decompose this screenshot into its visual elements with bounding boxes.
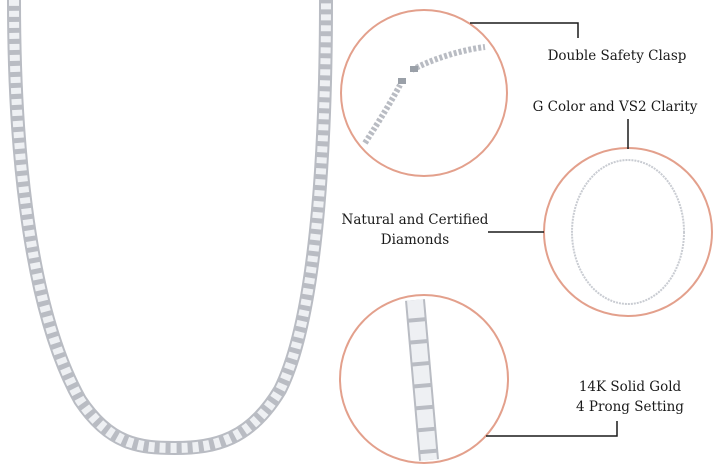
diamonds-label-line1: Natural and Certified [341,212,489,228]
clasp-label: Double Safety Clasp [547,48,687,64]
setting-label-line2: 4 Prong Setting [576,399,684,415]
tennis-necklace-image [7,0,333,456]
prong-setting-circle [339,294,509,464]
setting-label-line1: 14K Solid Gold [578,379,682,395]
full-necklace-circle [543,147,713,317]
quality-label: G Color and VS2 Clarity [532,99,698,115]
diamonds-label-line2: Diamonds [380,232,450,248]
clasp-detail-circle [340,9,508,177]
clasp-leader-line [470,22,579,38]
setting-leader-line [486,421,618,437]
